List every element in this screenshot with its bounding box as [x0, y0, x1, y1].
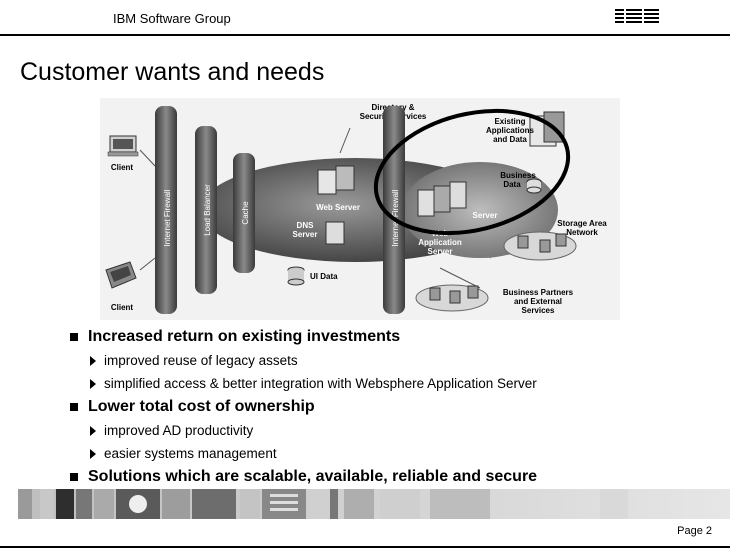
bp-label-3: Services: [522, 306, 555, 315]
was-label-2: Application: [418, 238, 462, 247]
bullet-square-icon: [70, 473, 78, 481]
cache: [233, 153, 255, 273]
load-balancer-label: Load Balancer: [203, 184, 212, 236]
business-data-label-1: Business: [500, 171, 536, 180]
san-label-1: Storage Area: [557, 219, 607, 228]
bullet-1-sub-1-text: improved reuse of legacy assets: [104, 353, 298, 368]
bullet-2: Lower total cost of ownership: [70, 395, 720, 419]
ui-data-label: UI Data: [310, 272, 338, 281]
bullet-2-sub-1: improved AD productivity: [70, 419, 720, 442]
footer-mosaic-band: [0, 489, 730, 519]
dns-label-2: Server: [293, 230, 318, 239]
internet-firewall-left-label: Internet Firewall: [163, 189, 172, 246]
internet-firewall-left: [155, 106, 177, 314]
existing-label-2: Applications: [486, 126, 535, 135]
bullet-1-text: Increased return on existing investments: [88, 328, 401, 345]
bullet-2-sub-2: easier systems management: [70, 442, 720, 465]
dns-server-icon: [325, 221, 345, 245]
ibm-logo: [615, 8, 659, 26]
ui-data-icon: [287, 266, 305, 286]
bullet-1-sub-2-text: simplified access & better integration w…: [104, 376, 537, 391]
existing-label-1: Existing: [494, 117, 525, 126]
arrow-right-icon: [90, 356, 96, 366]
was-label-3: Server: [428, 247, 453, 256]
footer-rule: [0, 546, 730, 548]
arrow-right-icon: [90, 379, 96, 389]
cache-label: Cache: [241, 201, 250, 225]
highlight-circle: [373, 108, 571, 236]
business-partners-icon: [415, 284, 489, 312]
web-server-label: Web Server: [316, 203, 360, 212]
web-server-icon: [317, 165, 355, 195]
bullet-1-sub-2: simplified access & better integration w…: [70, 372, 720, 395]
bp-label-1: Business Partners: [503, 288, 574, 297]
bp-label-2: and External: [514, 297, 562, 306]
bullet-2-text: Lower total cost of ownership: [88, 398, 315, 415]
client-top-label: Client: [111, 163, 134, 172]
bullet-1: Increased return on existing investments: [70, 325, 720, 349]
bullet-3-text: Solutions which are scalable, available,…: [88, 468, 538, 485]
storage-network-icon: [503, 231, 577, 261]
header-rule: [0, 34, 730, 36]
dns-label-1: DNS: [297, 221, 315, 230]
architecture-diagram: Client Client Internet Firewall Load Bal…: [100, 98, 620, 320]
client-top-icon: [107, 135, 139, 157]
header-group-label: IBM Software Group: [113, 11, 231, 26]
bullet-1-sub-1: improved reuse of legacy assets: [70, 349, 720, 372]
bullet-2-sub-2-text: easier systems management: [104, 446, 277, 461]
existing-label-3: and Data: [493, 135, 527, 144]
business-data-icon: [526, 178, 542, 194]
app-server-icon: [417, 181, 467, 217]
page-number: Page 2: [677, 525, 712, 537]
client-bottom-icon: [105, 261, 137, 289]
slide-title: Customer wants and needs: [20, 58, 325, 86]
server-label: Server: [473, 211, 498, 220]
arrow-right-icon: [90, 426, 96, 436]
business-data-label-2: Data: [503, 180, 521, 189]
bullet-square-icon: [70, 333, 78, 341]
bullet-3: Solutions which are scalable, available,…: [70, 465, 720, 489]
san-label-2: Network: [566, 228, 598, 237]
bullet-square-icon: [70, 403, 78, 411]
bullet-list: Increased return on existing investments…: [70, 325, 720, 489]
bullet-2-sub-1-text: improved AD productivity: [104, 423, 254, 438]
client-bottom-label: Client: [111, 303, 134, 312]
arrow-right-icon: [90, 449, 96, 459]
load-balancer: [195, 126, 217, 294]
